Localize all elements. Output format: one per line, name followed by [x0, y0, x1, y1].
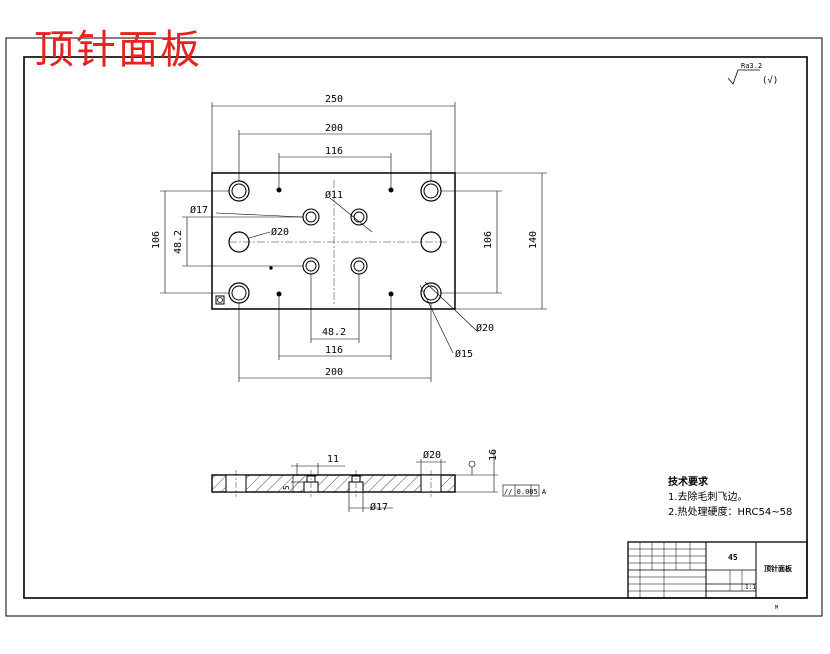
- svg-text:48.2: 48.2: [322, 327, 346, 338]
- svg-text:1:1: 1:1: [745, 584, 756, 591]
- svg-text:顶针面板: 顶针面板: [764, 564, 793, 573]
- top-view-dimensions: [160, 102, 547, 382]
- svg-text:Ø20: Ø20: [271, 226, 289, 238]
- pin-hole-3: [302, 257, 320, 275]
- svg-text:45: 45: [728, 553, 738, 562]
- svg-text:5: 5: [282, 485, 291, 490]
- top-view-dimension-texts: 250 200 116 Ø11 Ø17 Ø20 106 48.2 106 140…: [151, 94, 539, 378]
- svg-text:1.去除毛刺飞边。: 1.去除毛刺飞边。: [668, 490, 748, 503]
- surface-finish-symbol: Ra3.2 (√): [727, 62, 778, 86]
- svg-text:2.热处理硬度：HRC54~58: 2.热处理硬度：HRC54~58: [668, 505, 792, 518]
- svg-text:技术要求: 技术要求: [668, 475, 709, 488]
- title-block: [627, 541, 808, 599]
- section-dimensions: [291, 450, 540, 512]
- svg-text:200: 200: [325, 367, 343, 378]
- svg-text:(√): (√): [762, 75, 778, 86]
- section-dimension-texts: 11 Ø20 16 5 Ø17 // 0.005 A: [282, 449, 547, 513]
- svg-text:106: 106: [151, 231, 162, 249]
- svg-text:// 0.005 A: // 0.005 A: [504, 488, 547, 496]
- svg-text:Ø17: Ø17: [190, 204, 208, 216]
- svg-text:48.2: 48.2: [173, 230, 184, 254]
- svg-text:16: 16: [488, 449, 499, 461]
- svg-text:Ø20: Ø20: [423, 449, 441, 461]
- svg-text:200: 200: [325, 123, 343, 134]
- pin-hole-4: [350, 257, 368, 275]
- svg-text:106: 106: [483, 231, 494, 249]
- svg-text:250: 250: [325, 94, 343, 105]
- svg-text:116: 116: [325, 146, 343, 157]
- technical-notes: 技术要求 1.去除毛刺飞边。 2.热处理硬度：HRC54~58: [668, 475, 792, 518]
- svg-text:11: 11: [327, 454, 339, 465]
- inner-frame: [23, 56, 808, 599]
- svg-text:Ø11: Ø11: [325, 189, 343, 201]
- svg-text:Ø17: Ø17: [370, 501, 388, 513]
- svg-text:M: M: [775, 605, 778, 611]
- svg-text:Ø15: Ø15: [455, 348, 473, 360]
- svg-text:116: 116: [325, 345, 343, 356]
- pin-hole-1: [302, 208, 320, 226]
- outer-border: [5, 37, 823, 617]
- svg-text:140: 140: [528, 231, 539, 249]
- section-view: [211, 470, 456, 497]
- svg-text:Ra3.2: Ra3.2: [741, 62, 762, 70]
- svg-text:Ø20: Ø20: [476, 322, 494, 334]
- drawing-title: 顶针面板: [34, 27, 202, 73]
- pin-hole-2: [350, 208, 368, 226]
- title-block-text: 45 顶针面板 1:1 M: [728, 553, 793, 611]
